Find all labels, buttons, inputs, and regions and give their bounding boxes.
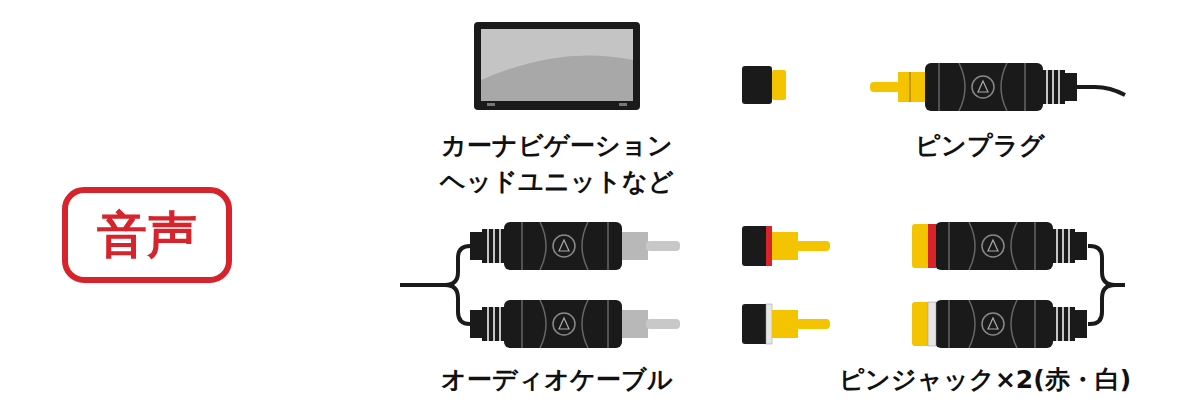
part-label: カーナビゲーション ヘッドユニットなど — [427, 128, 687, 201]
category-badge: 音声 — [62, 187, 232, 283]
part-label: オーディオケーブル — [407, 362, 707, 398]
part-label: ピンジャック×2(赤・白) — [825, 362, 1145, 398]
part-label: ピンプラグ — [850, 128, 1110, 164]
badge-text: 音声 — [97, 208, 197, 263]
